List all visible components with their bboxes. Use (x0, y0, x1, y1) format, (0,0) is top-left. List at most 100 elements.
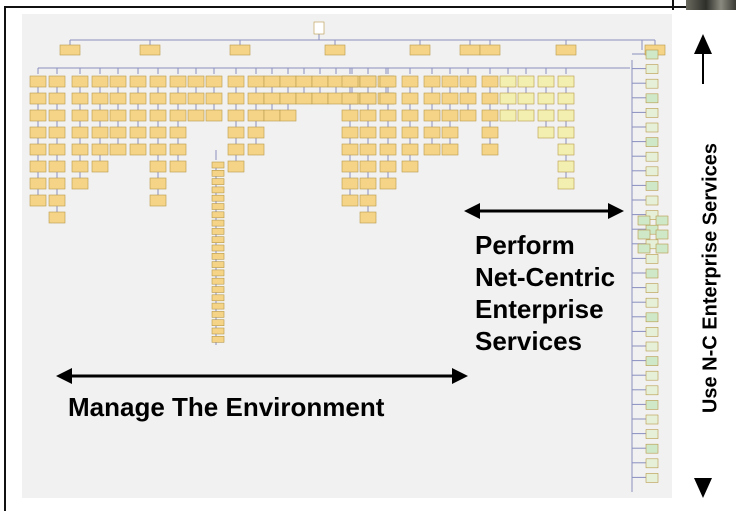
enterprise-service-box (645, 195, 659, 206)
enterprise-service-box (637, 215, 651, 226)
function-box (227, 160, 245, 173)
function-box (129, 126, 147, 139)
function-box (149, 109, 167, 122)
enterprise-service-box (645, 473, 659, 483)
function-box (537, 75, 555, 88)
enterprise-service-box (645, 93, 659, 104)
function-box (459, 109, 477, 122)
function-box (29, 75, 47, 88)
function-box (71, 160, 89, 173)
function-box (187, 109, 205, 122)
function-box (71, 75, 89, 88)
function-box (48, 211, 66, 224)
function-box (557, 160, 575, 173)
function-box (227, 143, 245, 156)
function-box (48, 92, 66, 105)
perform-label-line-1: Perform (475, 230, 575, 260)
function-box (71, 109, 89, 122)
function-box (423, 109, 441, 122)
function-box (48, 194, 66, 207)
enterprise-service-box (655, 215, 669, 226)
function-box (109, 109, 127, 122)
perform-label-line-3: Enterprise (475, 294, 604, 324)
function-box (169, 126, 187, 139)
chain-box (211, 327, 225, 335)
function-box (205, 75, 223, 88)
function-box (341, 194, 359, 207)
function-box (557, 92, 575, 105)
function-box (71, 92, 89, 105)
chain-box (211, 294, 225, 302)
function-box (459, 75, 477, 88)
chain-box (211, 161, 225, 169)
function-box (91, 109, 109, 122)
enterprise-service-box (645, 341, 659, 352)
function-box (379, 177, 397, 190)
function-box (401, 92, 419, 105)
function-box (537, 126, 555, 139)
function-box (187, 75, 205, 88)
function-box (279, 75, 297, 88)
function-box (359, 75, 377, 88)
function-box (341, 109, 359, 122)
enterprise-service-box (645, 327, 659, 337)
function-box (423, 92, 441, 105)
enterprise-service-box (645, 443, 659, 454)
enterprise-service-box (645, 49, 659, 60)
function-box (295, 75, 313, 88)
function-box (401, 126, 419, 139)
function-box (359, 211, 377, 224)
function-box (481, 143, 499, 156)
function-box (537, 92, 555, 105)
function-box (29, 177, 47, 190)
chain-box (211, 335, 225, 343)
function-box (379, 160, 397, 173)
function-box (109, 92, 127, 105)
enterprise-service-box (645, 414, 659, 425)
function-box (29, 143, 47, 156)
function-box (149, 143, 167, 156)
function-box (48, 177, 66, 190)
function-box (359, 160, 377, 173)
level1-box (479, 44, 501, 56)
function-box (359, 177, 377, 190)
function-box (109, 126, 127, 139)
function-box (279, 92, 297, 105)
level1-box (139, 44, 161, 56)
chain-box (211, 261, 225, 268)
direction-arrows (56, 34, 712, 498)
function-box (129, 143, 147, 156)
function-box (327, 75, 345, 88)
function-boxes (29, 21, 669, 483)
enterprise-service-box (645, 108, 659, 118)
function-box (149, 92, 167, 105)
enterprise-service-box (645, 312, 659, 323)
function-box (187, 92, 205, 105)
chain-box (211, 186, 225, 194)
chain-box (211, 277, 225, 285)
frame-border (4, 6, 730, 511)
function-box (295, 92, 313, 105)
function-box (441, 75, 459, 88)
function-box (48, 75, 66, 88)
enterprise-service-box (645, 122, 659, 133)
level1-box (409, 44, 431, 56)
function-box (129, 109, 147, 122)
enterprise-service-box (645, 78, 659, 89)
function-box (91, 143, 109, 156)
enterprise-service-box (645, 297, 659, 308)
function-box (29, 194, 47, 207)
function-box (169, 75, 187, 88)
level1-box (229, 44, 251, 56)
function-box (29, 109, 47, 122)
chain-box (211, 219, 225, 227)
enterprise-service-box (645, 400, 659, 410)
function-box (247, 92, 265, 105)
enterprise-service-box (645, 356, 659, 366)
enterprise-service-box (637, 243, 651, 254)
function-box (481, 126, 499, 139)
function-box (48, 126, 66, 139)
function-box (48, 109, 66, 122)
function-box (557, 143, 575, 156)
function-box (71, 126, 89, 139)
